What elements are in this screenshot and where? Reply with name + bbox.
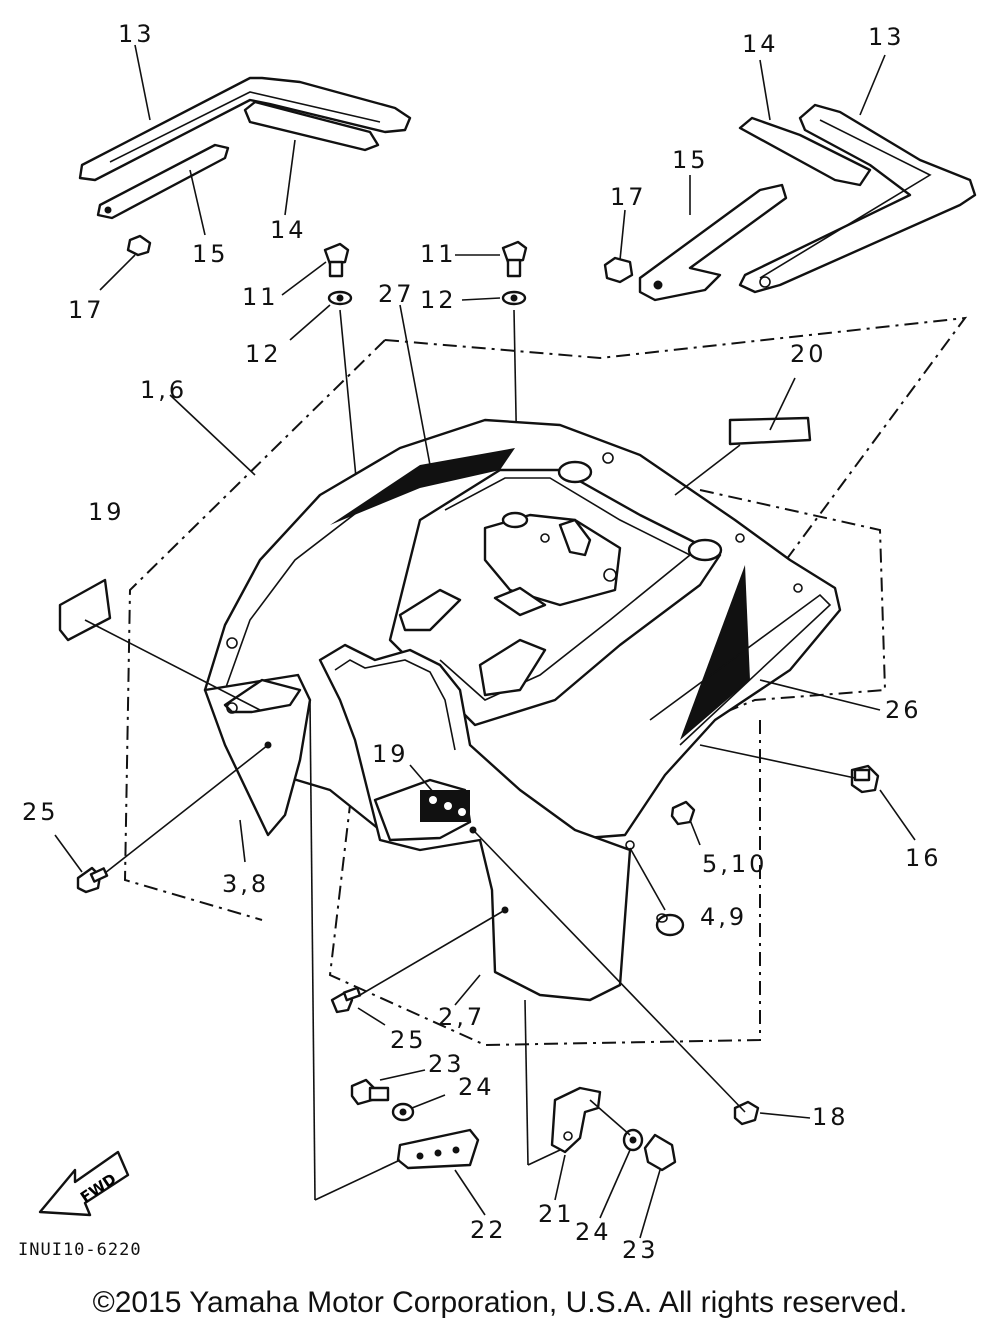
- leader-lines: [54, 304, 916, 1239]
- callout-27: 27: [378, 280, 415, 308]
- screw-25-lower: [330, 986, 362, 1014]
- bolt-23-left: [350, 1078, 390, 1106]
- callout-16: 16: [905, 844, 942, 872]
- bracket-22: [396, 1128, 480, 1170]
- callout-22: 22: [470, 1216, 507, 1244]
- grommet-4-9: [655, 913, 685, 937]
- callout-11: 11: [420, 240, 457, 268]
- grab-bar-right: [603, 54, 977, 302]
- callout-5-10: 5,10: [702, 850, 767, 878]
- callout-3-8: 3,8: [222, 870, 269, 898]
- callout-15: 15: [192, 240, 229, 268]
- callout-20: 20: [790, 340, 827, 368]
- callout-23: 23: [622, 1236, 659, 1260]
- callout-25: 25: [22, 798, 59, 826]
- callout-14: 14: [742, 30, 779, 58]
- callout-1-6: 1,6: [140, 376, 187, 404]
- callout-19: 19: [372, 740, 409, 768]
- callout-11: 11: [242, 283, 279, 311]
- screw-16: [850, 764, 880, 794]
- callout-2-7: 2,7: [438, 1003, 485, 1031]
- decal-19: [58, 578, 112, 642]
- callouts: 13 13 14 14 15 15 17 17 11 11 12 12 27 2…: [22, 20, 942, 1260]
- bracket-21: [550, 1086, 602, 1154]
- mud-flap-left: [203, 673, 312, 837]
- callout-13: 13: [118, 20, 155, 48]
- callout-12: 12: [420, 286, 457, 314]
- screw-25-left: [76, 866, 109, 894]
- callout-13: 13: [868, 23, 905, 51]
- bolt-11-right: [455, 240, 528, 521]
- callout-24: 24: [458, 1073, 495, 1101]
- washer-24-right: [622, 1128, 644, 1152]
- diagram-code: INUI10-6220: [18, 1240, 142, 1260]
- copyright-notice: ©2015 Yamaha Motor Corporation, U.S.A. A…: [92, 1286, 908, 1319]
- callout-17: 17: [610, 183, 647, 211]
- parts-diagram: FWD 13 13 14 14 15 15 17 17 11 11 12 12 …: [22, 20, 977, 1260]
- callout-15: 15: [672, 146, 709, 174]
- washer-24-left: [391, 1102, 415, 1122]
- callout-26: 26: [885, 696, 922, 724]
- callout-12: 12: [245, 340, 282, 368]
- grab-bar-left: [78, 44, 412, 291]
- callout-19: 19: [88, 498, 125, 526]
- callout-14: 14: [270, 216, 307, 244]
- callout-17: 17: [68, 296, 105, 324]
- callout-4-9: 4,9: [700, 903, 747, 931]
- callout-24: 24: [575, 1218, 612, 1246]
- fwd-arrow-icon: FWD: [38, 1150, 130, 1217]
- bolt-23-right: [643, 1133, 677, 1172]
- callout-25: 25: [390, 1026, 427, 1054]
- callout-21: 21: [538, 1200, 575, 1228]
- callout-23: 23: [428, 1050, 465, 1078]
- callout-18: 18: [812, 1103, 849, 1131]
- decal-20: [728, 416, 812, 446]
- rear-fender: [203, 418, 842, 850]
